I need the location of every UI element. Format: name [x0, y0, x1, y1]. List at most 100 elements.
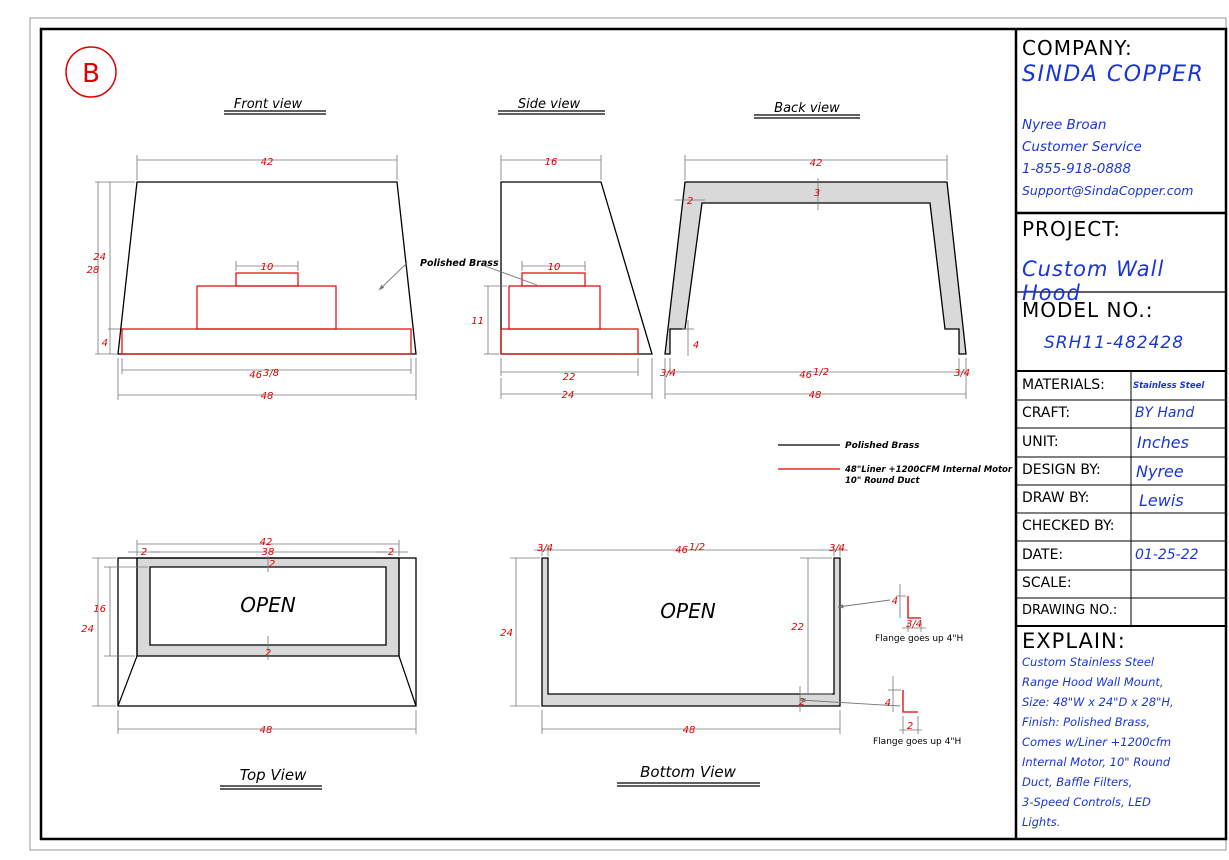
row-label-drawing-no: DRAWING NO.:: [1022, 603, 1118, 618]
dim-side-total: 24: [562, 390, 575, 401]
dim-top-front: 2: [269, 559, 275, 570]
flange-detail-2: 4 2 Flange goes up 4"H: [799, 676, 961, 747]
contact-email: Support@SindaCopper.com: [1022, 183, 1194, 198]
top-view-title: Top View: [240, 766, 307, 784]
dim-bottom-thickness: 2: [799, 697, 805, 708]
dim-top-total: 48: [260, 725, 273, 736]
dim-flange-height-1: 4: [892, 596, 898, 607]
row-value-unit: Inches: [1137, 433, 1189, 452]
dim-back-total: 48: [809, 390, 822, 401]
open-label-bottom: OPEN: [660, 599, 715, 623]
model-label: MODEL NO.:: [1022, 298, 1154, 322]
view-titles: Front view Side view Back view Top View …: [220, 97, 860, 790]
explain-line: Lights.: [1022, 815, 1061, 829]
dim-back-width: 42: [810, 158, 823, 169]
row-label-materials: MATERIALS:: [1022, 377, 1105, 393]
row-label-craft: CRAFT:: [1022, 405, 1071, 421]
explain-text: Custom Stainless Steel Range Hood Wall M…: [1022, 652, 1222, 832]
row-label-scale: SCALE:: [1022, 575, 1072, 591]
top-view: OPEN 42 38 2 2 2 2 16 24 48: [81, 537, 417, 736]
row-value-craft: BY Hand: [1135, 405, 1195, 421]
front-view-title: Front view: [234, 97, 303, 112]
explain-line: Internal Motor, 10" Round: [1022, 755, 1171, 769]
dim-back-top-thickness: 3: [814, 188, 820, 199]
dim-top-left: 2: [141, 547, 147, 558]
side-view: 16 10 11 22 24: [471, 155, 653, 401]
dim-flange-width-2: 2: [907, 721, 913, 732]
dim-back-inner: 46: [799, 370, 812, 381]
dim-top-width: 42: [260, 537, 273, 548]
dim-front-base: 4: [102, 338, 108, 349]
row-label-unit: UNIT:: [1022, 434, 1059, 450]
row-label-checked: CHECKED BY:: [1022, 518, 1115, 534]
dim-side-depth: 16: [545, 157, 558, 168]
dim-top-inner: 38: [262, 547, 275, 558]
dim-bottom-left-lip: 3/4: [537, 543, 553, 554]
flange-note-1: Flange goes up 4"H: [875, 634, 963, 644]
dim-front-height: 28: [87, 265, 100, 276]
bottom-view-title: Bottom View: [640, 763, 736, 781]
side-view-title: Side view: [518, 97, 581, 112]
contact-name: Nyree Broan: [1022, 117, 1107, 133]
dim-top-depth-inner: 16: [93, 604, 106, 615]
dim-top-depth: 24: [81, 624, 94, 635]
row-value-draw: Lewis: [1139, 491, 1184, 510]
explain-label: EXPLAIN:: [1022, 629, 1126, 653]
row-label-date: DATE:: [1022, 547, 1064, 563]
row-value-design: Nyree: [1136, 462, 1184, 481]
back-view: 42 3 2 4 3/4 46 1/2 3/4 48: [660, 155, 970, 401]
dim-side-duct: 10: [548, 262, 561, 273]
contact-role: Customer Service: [1022, 139, 1142, 155]
dim-side-inner: 22: [563, 372, 576, 383]
dim-front-inner: 46: [249, 370, 262, 381]
dim-front-total: 48: [261, 391, 274, 402]
dim-front-body: 24: [93, 252, 106, 263]
dim-bottom-inner-frac: 1/2: [689, 542, 705, 553]
front-view: Polished Brass 42 10 28 24 4 46 3/8 48: [87, 155, 499, 402]
flange-detail-1: 4 3/4 Flange goes up 4"H: [837, 584, 963, 644]
dim-back-inner-frac: 1/2: [813, 367, 829, 378]
dim-back-right-lip: 3/4: [954, 368, 970, 379]
view-badge-label: B: [82, 59, 100, 89]
project-name: Custom Wall Hood: [1022, 257, 1165, 305]
row-label-design: DESIGN BY:: [1022, 462, 1101, 478]
project-label: PROJECT:: [1022, 217, 1121, 241]
dim-front-width: 42: [261, 157, 274, 168]
dim-front-inner-frac: 3/8: [263, 368, 279, 379]
contact-phone: 1-855-918-0888: [1022, 161, 1132, 177]
explain-line: Custom Stainless Steel: [1022, 655, 1155, 669]
explain-line: Finish: Polished Brass,: [1022, 715, 1151, 729]
bottom-view: OPEN 3/4 46 1/2 3/4 24 22 2 48: [500, 542, 848, 736]
dim-flange-height-2: 4: [885, 698, 891, 709]
dim-top-right: 2: [388, 547, 394, 558]
explain-line: Duct, Baffle Filters,: [1022, 775, 1133, 789]
dim-back-flange: 4: [693, 340, 699, 351]
explain-line: Range Hood Wall Mount,: [1022, 675, 1164, 689]
company-name: SINDA COPPER: [1022, 62, 1205, 87]
flange-note-2: Flange goes up 4"H: [873, 737, 961, 747]
legend-red-label-2: 10" Round Duct: [845, 476, 920, 486]
dim-back-left-lip: 3/4: [660, 368, 676, 379]
polished-brass-callout: Polished Brass: [420, 258, 499, 269]
open-label-top: OPEN: [240, 593, 295, 617]
row-value-materials: Stainless Steel: [1133, 381, 1205, 391]
dim-front-duct: 10: [261, 262, 274, 273]
dim-bottom-wall: 22: [791, 622, 804, 633]
back-view-title: Back view: [774, 101, 840, 116]
row-label-draw: DRAW BY:: [1022, 490, 1090, 506]
dim-flange-width-1: 3/4: [906, 619, 922, 630]
inner-border: [39, 27, 1228, 841]
explain-line: 3-Speed Controls, LED: [1022, 795, 1151, 809]
dim-top-back: 2: [265, 648, 271, 659]
legend-red-label-1: 48"Liner +1200CFM Internal Motor: [844, 465, 1013, 475]
explain-line: Size: 48"W x 24"D x 28"H,: [1022, 695, 1174, 709]
dim-back-side-thickness: 2: [687, 196, 693, 207]
legend-black-label: Polished Brass: [845, 441, 920, 451]
title-block-grid: [1014, 29, 1226, 839]
dim-side-liner: 11: [471, 316, 484, 327]
dim-bottom-total: 48: [683, 725, 696, 736]
model-value: SRH11-482428: [1044, 333, 1185, 353]
dim-bottom-depth: 24: [500, 628, 513, 639]
view-badge: [65, 46, 117, 98]
